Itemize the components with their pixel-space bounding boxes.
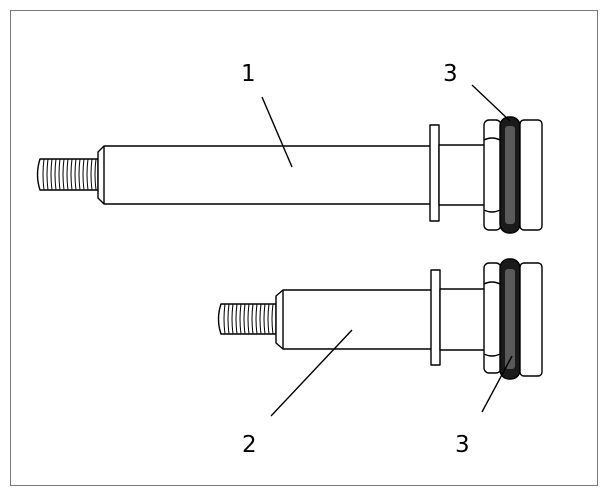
short-pin-shaft [275,289,434,350]
callout-label-3-top: 3 [443,61,458,87]
callout-label-1: 1 [241,61,256,87]
short-pin-neck [439,288,486,351]
long-pin-shaft [97,145,433,205]
long-pin-head [483,116,543,234]
short-pin-assembly [217,258,543,380]
leader-line-3-bottom [481,355,513,413]
long-pin-assembly [36,116,543,234]
leader-line-2 [270,329,353,417]
callout-label-2: 2 [242,432,257,458]
short-pin-collar [430,269,441,366]
leader-lines [261,84,513,417]
callout-label-3-bottom: 3 [455,432,470,458]
figure-frame [10,10,598,486]
short-pin-thread [217,303,277,335]
long-pin-neck [438,144,486,206]
long-pin-thread [36,158,99,191]
short-pin-head [483,258,543,380]
leader-line-3-top [471,84,511,122]
long-pin-collar [429,124,440,222]
leader-line-1 [261,96,293,168]
